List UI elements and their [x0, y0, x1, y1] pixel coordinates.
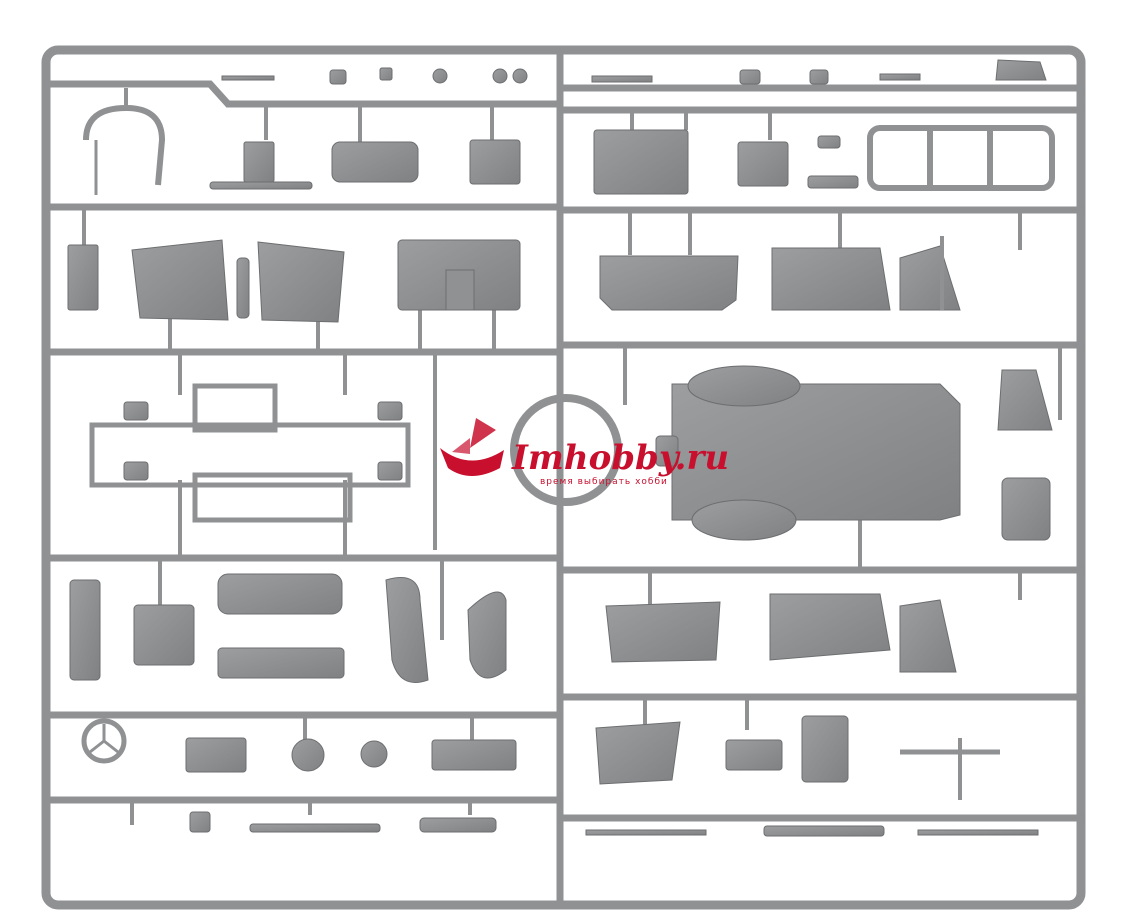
red-ship-logo-icon — [440, 418, 504, 476]
sprue-outer-frame — [41, 45, 1086, 910]
watermark-brand: Imhobby.ru — [512, 438, 730, 478]
watermark-tagline: время выбирать хобби — [540, 477, 668, 487]
sprue-runners — [44, 48, 1084, 906]
sprue-parts — [67, 59, 1055, 837]
